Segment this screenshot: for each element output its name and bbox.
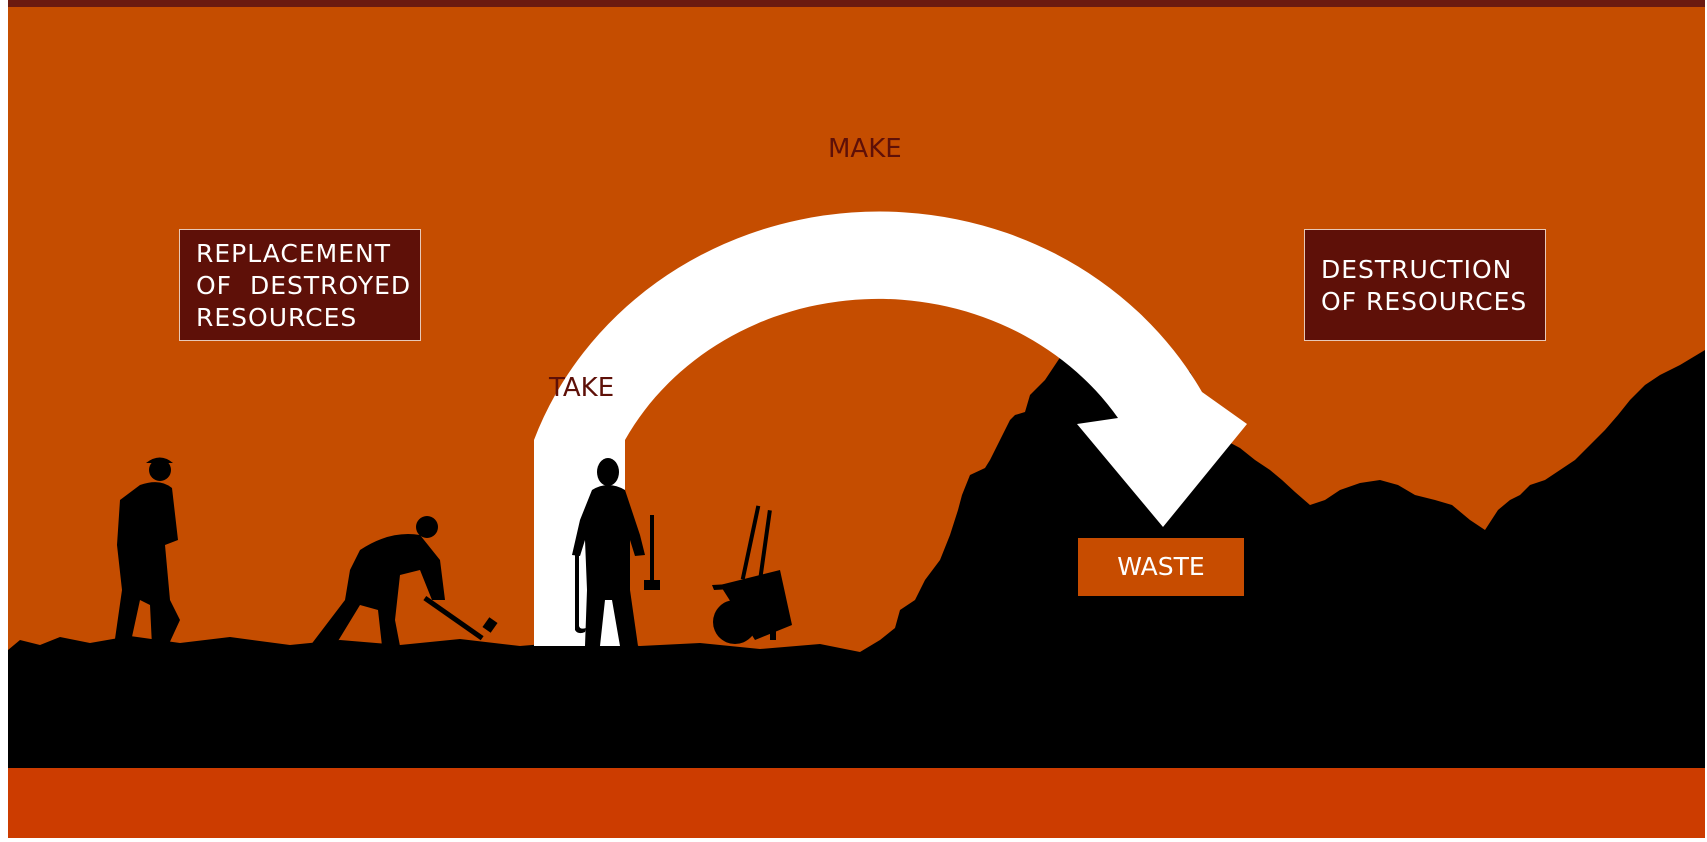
bottom-band bbox=[8, 768, 1705, 838]
destruction-of-resources-box: DESTRUCTION OF RESOURCES bbox=[1304, 229, 1546, 341]
destruction-box-line-1: DESTRUCTION bbox=[1321, 254, 1535, 286]
replacement-box-line-1: REPLACEMENT bbox=[196, 238, 406, 270]
waste-box: WASTE bbox=[1078, 538, 1244, 596]
replacement-box-line-3: RESOURCES bbox=[196, 302, 406, 334]
make-label: MAKE bbox=[828, 134, 902, 164]
take-label: TAKE bbox=[549, 373, 614, 403]
destruction-box-line-2: OF RESOURCES bbox=[1321, 286, 1535, 318]
top-bar bbox=[8, 0, 1705, 7]
replacement-box-line-2: OF DESTROYED bbox=[196, 270, 406, 302]
replacement-of-destroyed-resources-box: REPLACEMENT OF DESTROYED RESOURCES bbox=[179, 229, 421, 341]
